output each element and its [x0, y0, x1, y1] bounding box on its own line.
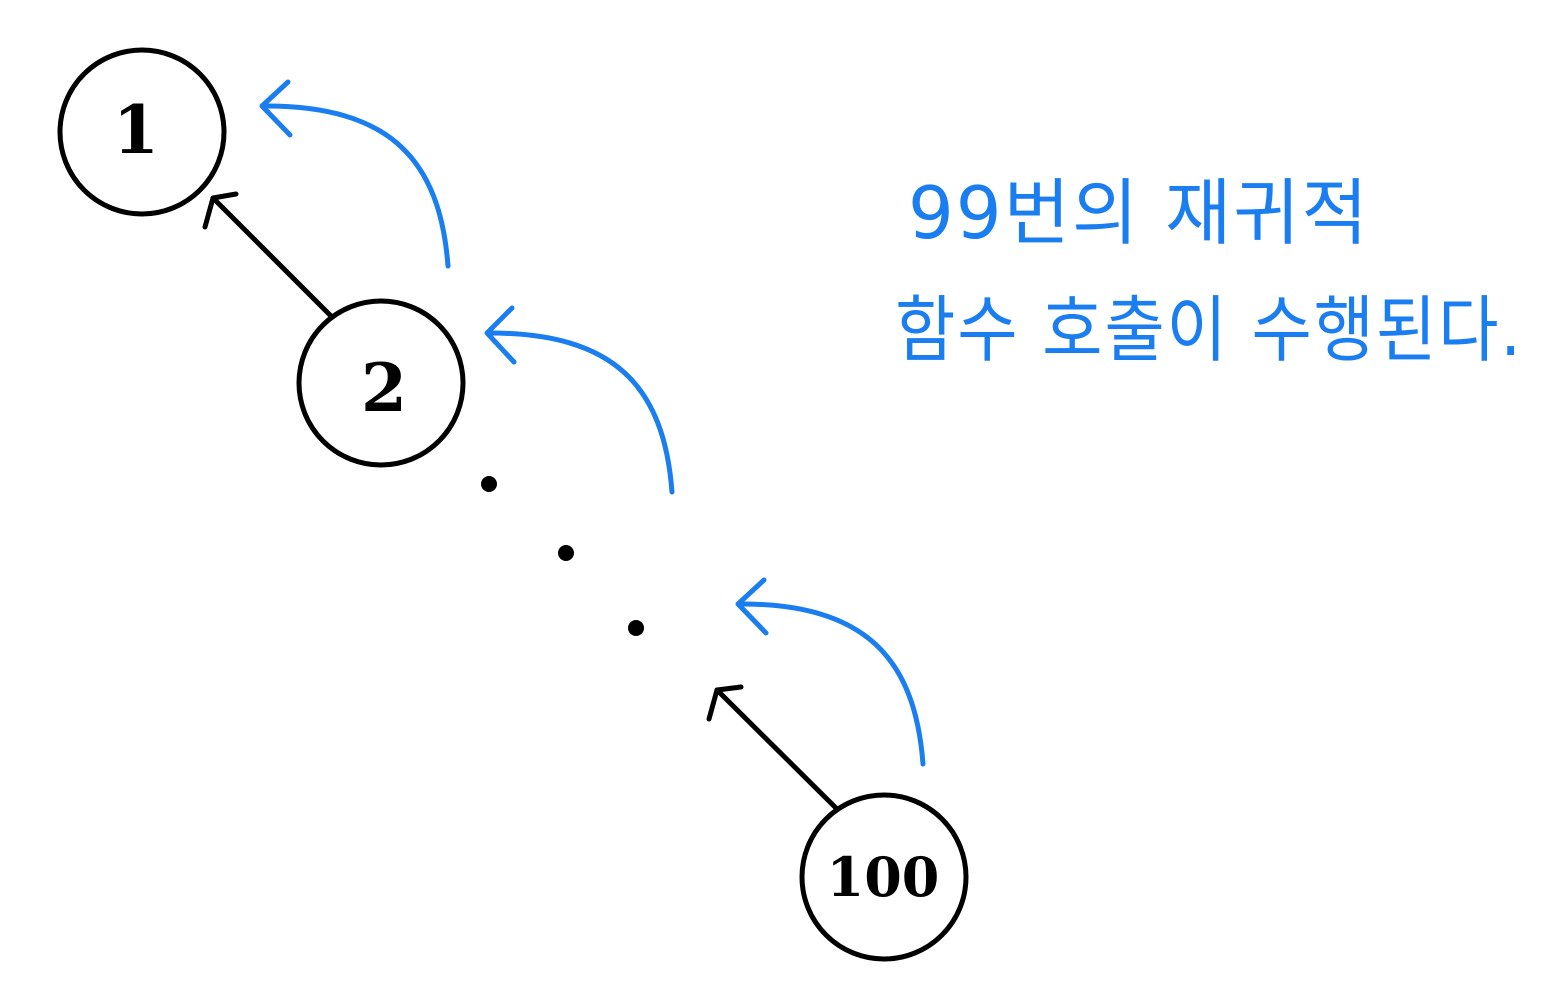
ellipsis [481, 476, 644, 636]
return-arrow-3-to-2 [484, 305, 675, 495]
ellipsis-dot [628, 620, 644, 636]
annotation-note: 99번의 재귀적 함수 호출이 수행된다. [895, 171, 1523, 372]
ellipsis-dot [558, 545, 574, 561]
return-arrow-100-to-99 [735, 577, 926, 767]
node-2-label: 2 [361, 349, 407, 427]
node-100: 100 [799, 792, 969, 962]
note-line-2: 함수 호출이 수행된다. [895, 288, 1523, 372]
node-2: 2 [296, 298, 466, 468]
node-100-label: 100 [827, 845, 940, 909]
node-1-label: 1 [113, 91, 159, 169]
call-arrow-100-to-previous [706, 684, 839, 811]
node-1: 1 [57, 47, 227, 217]
return-arrow-2-to-1 [259, 79, 451, 269]
ellipsis-dot [481, 476, 497, 492]
note-line-1: 99번의 재귀적 [908, 171, 1370, 255]
call-arrow-2-to-1 [202, 191, 336, 321]
